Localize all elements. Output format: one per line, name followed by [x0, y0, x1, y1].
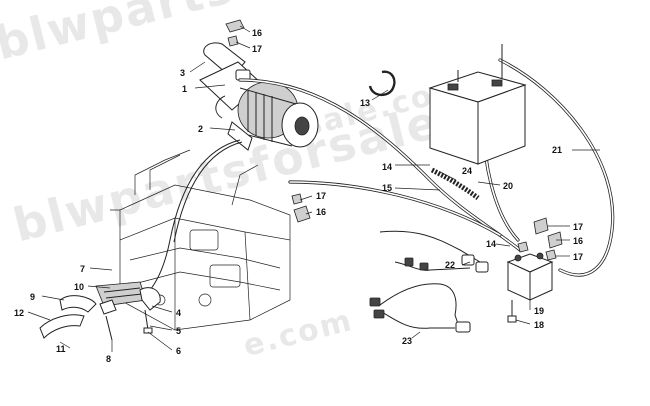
- callout-6: 6: [176, 346, 181, 356]
- terminal-caps: [225, 19, 563, 261]
- callout-3: 3: [180, 68, 185, 78]
- callout-8: 8: [106, 354, 111, 364]
- callout-7: 7: [80, 264, 85, 274]
- callout-17: 17: [252, 44, 262, 54]
- callout-20: 20: [503, 181, 513, 191]
- callout-2: 2: [198, 124, 203, 134]
- battery: [428, 44, 527, 165]
- callout-15: 15: [382, 183, 392, 193]
- callout-13: 13: [360, 98, 370, 108]
- callout-11: 11: [56, 344, 66, 354]
- callout-22: 22: [445, 260, 455, 270]
- callout-1: 1: [182, 84, 187, 94]
- callout-14: 14: [486, 239, 496, 249]
- callout-19: 19: [534, 306, 544, 316]
- callout-18: 18: [534, 320, 544, 330]
- callout-14: 14: [382, 162, 392, 172]
- callout-16: 16: [316, 207, 326, 217]
- callout-16: 16: [252, 28, 262, 38]
- callout-labels: 16 17 3 1 2 13 14 15 24 20 21 17 16 17 1…: [14, 28, 583, 364]
- handlebar-switch: [39, 281, 161, 341]
- leader-lines: [27, 25, 600, 352]
- frame: [110, 149, 291, 331]
- callout-16: 16: [573, 236, 583, 246]
- callout-21: 21: [552, 145, 562, 155]
- snap-ring: [368, 70, 396, 97]
- cables: [149, 58, 615, 333]
- callout-12: 12: [14, 308, 24, 318]
- spiral-wrap: [430, 167, 480, 201]
- callout-5: 5: [176, 326, 181, 336]
- callout-17: 17: [573, 252, 583, 262]
- callout-17: 17: [316, 191, 326, 201]
- callout-9: 9: [30, 292, 35, 302]
- callout-10: 10: [74, 282, 84, 292]
- callout-23: 23: [402, 336, 412, 346]
- callout-17: 17: [573, 222, 583, 232]
- winch-assembly: [199, 42, 319, 151]
- contactor: [506, 252, 554, 323]
- callout-24: 24: [462, 166, 472, 176]
- callout-4: 4: [176, 308, 181, 318]
